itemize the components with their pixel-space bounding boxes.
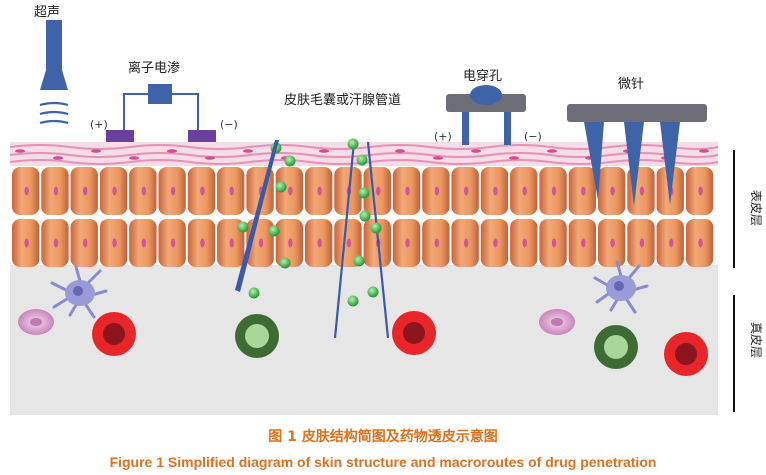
ionto-minus-sign: (−) [220, 118, 238, 131]
drug-particle [275, 181, 287, 193]
dendritic-cell [50, 265, 108, 319]
cell-nucleus [493, 238, 498, 248]
cell-nucleus [698, 186, 703, 196]
dendritic-cell [593, 260, 649, 314]
drug-particle [284, 155, 296, 167]
cell-nucleus [551, 186, 557, 196]
drug-particle [268, 225, 280, 237]
cell-nucleus [551, 238, 557, 248]
cell-nucleus [698, 238, 703, 248]
drug-particle [248, 287, 260, 299]
ionto-plus-sign: (+) [90, 118, 108, 131]
skin-diagram: 超声 离子电渗 (+) (−) 皮肤毛囊或汗腺管道 电穿孔 (+) (−) 微针 [9, 5, 763, 415]
cell-nucleus [170, 186, 176, 196]
electro-minus-sign: (−) [524, 130, 542, 143]
cell-nucleus [258, 238, 264, 248]
cell-nucleus [639, 186, 645, 196]
cell-nucleus [669, 238, 674, 248]
electro-plus-sign: (+) [434, 130, 452, 143]
cell-nucleus [200, 238, 205, 248]
caption-english: Figure 1 Simplified diagram of skin stru… [109, 454, 657, 470]
cell-nucleus [317, 238, 322, 248]
cell-nucleus [434, 186, 440, 196]
label-dermis: 真皮层 [749, 322, 763, 358]
cell-nucleus [522, 186, 527, 196]
epidermis-cells [12, 167, 714, 267]
label-follicle: 皮肤毛囊或汗腺管道 [284, 92, 401, 108]
cell-nucleus [463, 238, 469, 248]
cell-nucleus [200, 186, 205, 196]
cell-nucleus [346, 238, 352, 248]
cell-nucleus [405, 186, 410, 196]
label-electroporation: 电穿孔 [463, 68, 502, 84]
cell-nucleus [610, 238, 615, 248]
cell-nucleus [24, 186, 29, 196]
drug-particle [347, 295, 359, 307]
green-cell [235, 314, 279, 358]
cathode-electrode [188, 130, 216, 142]
iontophoresis-channel [235, 140, 279, 292]
red-cell [664, 332, 708, 376]
drug-particle [358, 187, 370, 199]
cell-nucleus [376, 186, 381, 196]
ultrasound-device [39, 20, 69, 125]
cell-nucleus [141, 186, 147, 196]
cell-nucleus [493, 186, 498, 196]
drug-particle [359, 210, 371, 222]
cell-nucleus [112, 238, 117, 248]
cell-nucleus [610, 186, 615, 196]
cell-nucleus [288, 238, 293, 248]
cell-nucleus [141, 238, 147, 248]
cell-nucleus [522, 238, 527, 248]
cell-nucleus [229, 186, 234, 196]
cell-nucleus [317, 186, 322, 196]
cell-nucleus [53, 186, 59, 196]
cell-nucleus [170, 238, 176, 248]
dermis-cells [18, 260, 708, 376]
iontophoresis-device [106, 84, 216, 142]
red-cell [92, 312, 136, 356]
red-cell [392, 311, 436, 355]
microneedle-device [567, 104, 707, 206]
cell-nucleus [581, 238, 586, 248]
drug-particle [347, 138, 359, 150]
cell-nucleus [288, 186, 293, 196]
cell-nucleus [405, 238, 410, 248]
drug-particles [237, 138, 382, 307]
cell-nucleus [53, 238, 59, 248]
caption-chinese: 图 1 皮肤结构简图及药物透皮示意图 [268, 429, 498, 445]
drug-particle [353, 255, 365, 267]
drug-particle [237, 221, 249, 233]
cell-nucleus [112, 186, 117, 196]
green-cell [594, 325, 638, 369]
cell-nucleus [639, 238, 645, 248]
label-epidermis: 表皮层 [749, 190, 763, 226]
label-microneedle: 微针 [618, 77, 644, 92]
cell-nucleus [24, 238, 29, 248]
cell-nucleus [434, 238, 440, 248]
label-ultrasound: 超声 [34, 5, 60, 20]
follicle-duct [333, 141, 390, 339]
electroporation-device [446, 85, 526, 145]
drug-particle [356, 154, 368, 166]
drug-particle [367, 286, 379, 298]
anode-electrode [106, 130, 134, 142]
cell-nucleus [229, 238, 234, 248]
drug-particle [370, 222, 382, 234]
cell-nucleus [581, 186, 586, 196]
drug-particle [279, 257, 291, 269]
label-iontophoresis: 离子电渗 [128, 60, 180, 76]
cell-nucleus [83, 238, 88, 248]
cell-nucleus [83, 186, 88, 196]
cell-nucleus [463, 186, 469, 196]
